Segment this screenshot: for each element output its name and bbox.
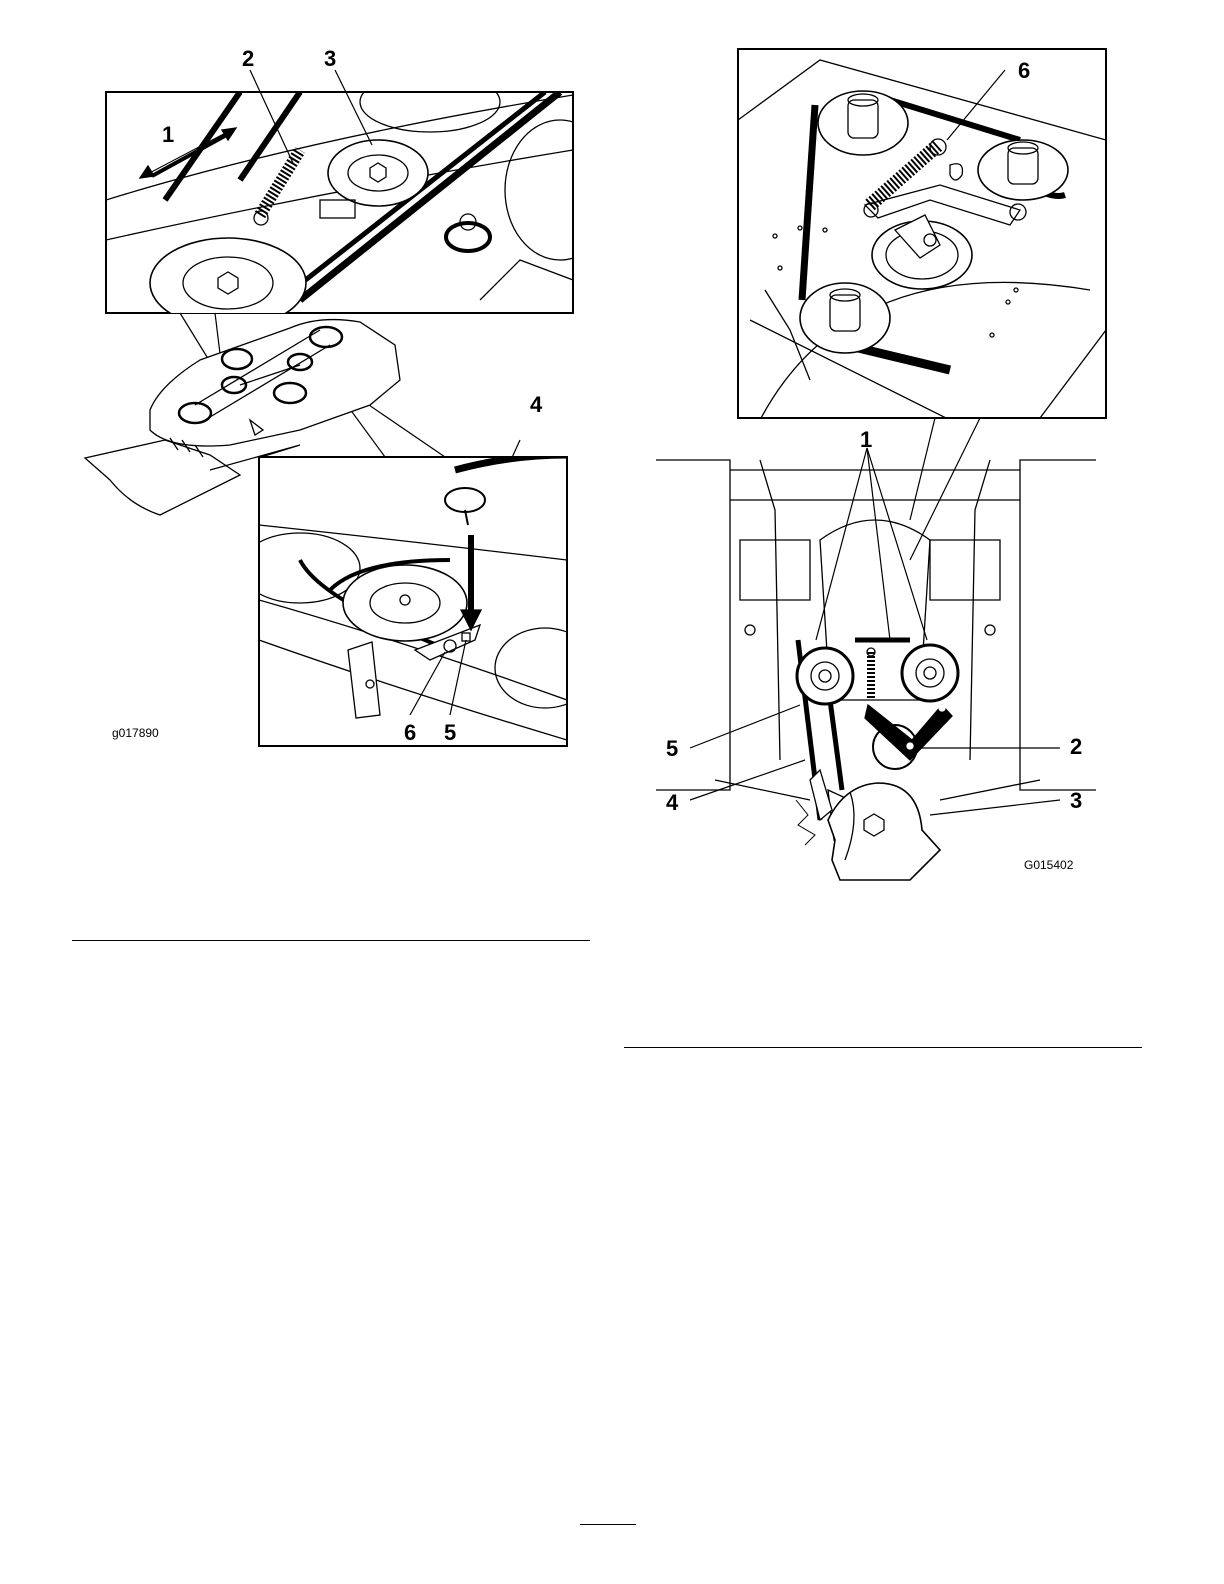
callout-right-4: 4: [666, 790, 678, 816]
divider-left: [72, 940, 590, 941]
callout-right-5: 5: [666, 736, 678, 762]
callout-left-1: 1: [162, 122, 174, 148]
figure-left-drawing: [0, 0, 600, 760]
callout-left-3: 3: [324, 46, 336, 72]
divider-right: [624, 1047, 1142, 1048]
callout-right-3: 3: [1070, 788, 1082, 814]
callout-left-2: 2: [242, 46, 254, 72]
figure-right-id: G015402: [1024, 858, 1073, 872]
callout-left-5: 5: [444, 720, 456, 746]
figure-right-idler-belt: 6 1 2 3 5 4 G015402: [620, 0, 1224, 900]
figure-left-id: g017890: [112, 726, 159, 740]
callout-right-2: 2: [1070, 734, 1082, 760]
callout-left-6: 6: [404, 720, 416, 746]
callout-right-1: 1: [860, 427, 872, 453]
figure-left-mower-deck-belt: 1 2 3 4 6 5 g017890: [0, 0, 600, 760]
figure-right-drawing: [620, 0, 1224, 900]
callout-left-4: 4: [530, 392, 542, 418]
callout-right-6: 6: [1018, 58, 1030, 84]
page-footer-line: [580, 1524, 636, 1525]
